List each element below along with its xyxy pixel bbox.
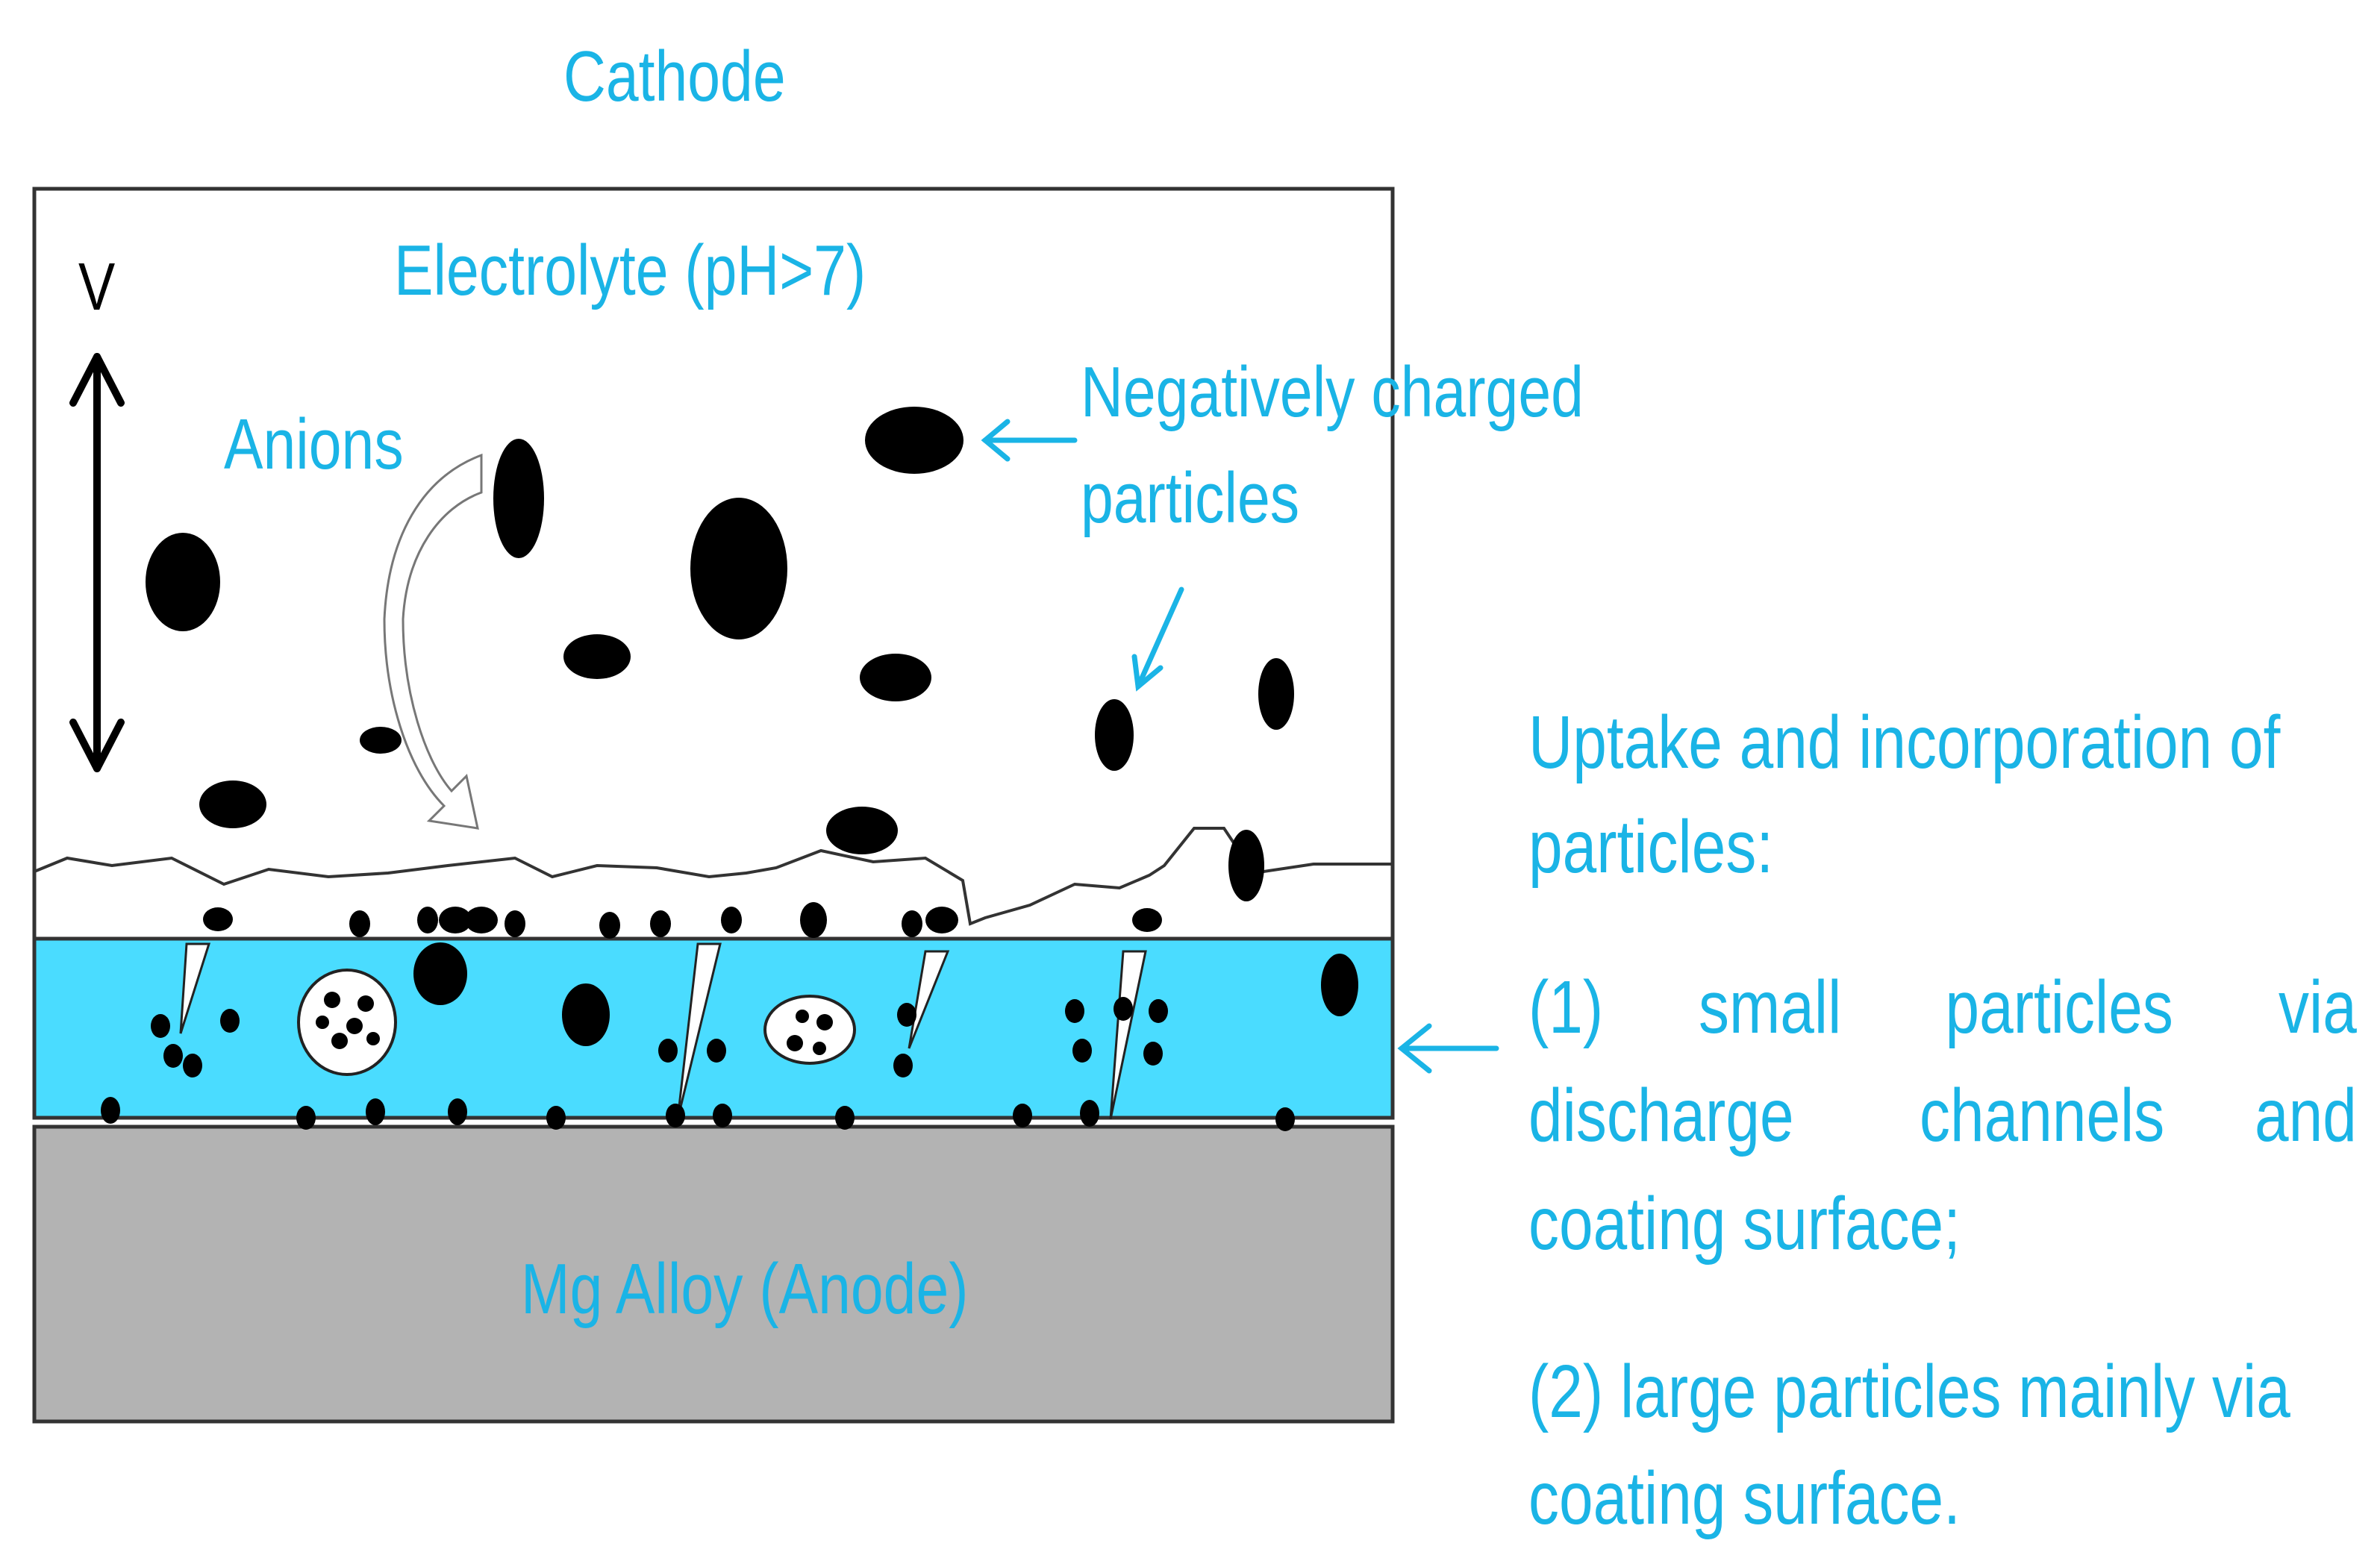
particle — [721, 907, 742, 933]
particle — [1321, 954, 1358, 1016]
particle — [666, 1104, 685, 1127]
particle — [163, 1044, 183, 1068]
particle — [349, 910, 370, 937]
mg-alloy-substrate — [32, 1124, 1395, 1424]
electrolyte-label: Electrolyte (pH>7) — [394, 231, 866, 310]
particle — [658, 1039, 678, 1063]
particle — [439, 907, 472, 933]
discharge-channel — [908, 950, 950, 1049]
particle — [1080, 1100, 1099, 1127]
particle — [1065, 999, 1084, 1023]
particle — [563, 634, 631, 679]
particle — [346, 1018, 363, 1034]
particle — [413, 942, 467, 1005]
particle — [316, 1016, 329, 1029]
coating-surface-line — [34, 827, 1393, 926]
particle — [835, 1106, 855, 1130]
particle — [1143, 1042, 1163, 1066]
negative-particles-label-line2: particles — [1081, 458, 1300, 538]
particle — [1132, 908, 1162, 932]
voltage-label: V — [78, 250, 116, 325]
cathode-label: Cathode — [563, 37, 786, 116]
particle — [1149, 999, 1168, 1023]
particle — [813, 1042, 826, 1055]
particle — [146, 533, 220, 631]
particle — [925, 907, 958, 933]
particle — [505, 910, 525, 937]
uptake-word: particles — [1945, 966, 2173, 1049]
particle — [366, 1032, 380, 1045]
particle — [860, 654, 931, 701]
electrolyte-cell — [32, 187, 1395, 941]
particle — [1275, 1107, 1295, 1131]
uptake-item2-line2: coating surface. — [1528, 1457, 1961, 1540]
particle — [897, 1003, 916, 1027]
anion-curved-arrow-icon — [383, 453, 483, 830]
particle — [650, 910, 671, 937]
pore — [297, 969, 397, 1076]
particle — [599, 912, 620, 939]
anode-label: Mg Alloy (Anode) — [521, 1249, 969, 1329]
particle — [826, 807, 898, 854]
particle — [101, 1097, 120, 1124]
particle — [417, 907, 438, 933]
particle — [1258, 658, 1294, 730]
particle — [324, 992, 340, 1008]
particle — [357, 995, 374, 1012]
discharge-channel — [1109, 950, 1147, 1120]
particle — [465, 907, 498, 933]
particle — [1114, 997, 1133, 1021]
pointer-arrows — [981, 419, 1499, 1074]
particles — [101, 407, 1358, 1131]
particle — [796, 1010, 809, 1023]
particle — [183, 1054, 202, 1077]
uptake-item1-line1: (1) small particles via — [1528, 970, 2357, 1045]
anions-label: Anions — [224, 404, 404, 484]
uptake-word: small — [1698, 966, 1842, 1049]
uptake-item1-line2: discharge channels and — [1528, 1078, 2357, 1153]
particle — [1072, 1039, 1092, 1063]
particle — [800, 902, 827, 938]
particle — [893, 1054, 913, 1077]
discharge-channel — [179, 942, 211, 1034]
uptake-word: and — [2255, 1074, 2357, 1157]
particle — [331, 1033, 348, 1049]
uptake-heading-line2: particles: — [1528, 805, 1774, 889]
particles-down-arrow-icon — [1135, 586, 1184, 689]
particle — [546, 1106, 566, 1130]
uptake-word: via — [2279, 966, 2357, 1049]
uptake-word: channels — [1920, 1074, 2165, 1157]
particle — [690, 498, 787, 639]
particle — [1013, 1104, 1032, 1127]
particle — [787, 1035, 803, 1051]
negative-particles-label-line1: Negatively charged — [1081, 352, 1584, 432]
particle — [220, 1009, 240, 1033]
particle — [562, 983, 610, 1046]
particle — [296, 1106, 316, 1130]
particle — [448, 1098, 467, 1125]
uptake-word: (1) — [1528, 966, 1604, 1049]
voltage-arrow-icon — [69, 353, 125, 772]
particle — [707, 1039, 726, 1063]
uptake-word: discharge — [1528, 1074, 1794, 1157]
particle — [865, 407, 963, 474]
uptake-item1-line3: coating surface; — [1528, 1182, 1961, 1266]
pore — [763, 995, 856, 1065]
uptake-heading-line1: Uptake and incorporation of — [1528, 701, 2281, 784]
discharge-channel — [676, 942, 722, 1120]
particle — [360, 727, 402, 754]
particle — [816, 1014, 833, 1030]
particle — [151, 1014, 170, 1038]
particle — [199, 780, 266, 828]
particle — [1228, 830, 1264, 901]
particle — [902, 910, 922, 937]
particle — [203, 907, 233, 931]
particle — [493, 439, 544, 558]
uptake-item2-line1: (2) large particles mainly via — [1528, 1350, 2290, 1433]
particle — [366, 1098, 385, 1125]
discharge-channels — [179, 942, 1147, 1120]
particle — [713, 1104, 732, 1127]
particle — [1095, 699, 1134, 771]
